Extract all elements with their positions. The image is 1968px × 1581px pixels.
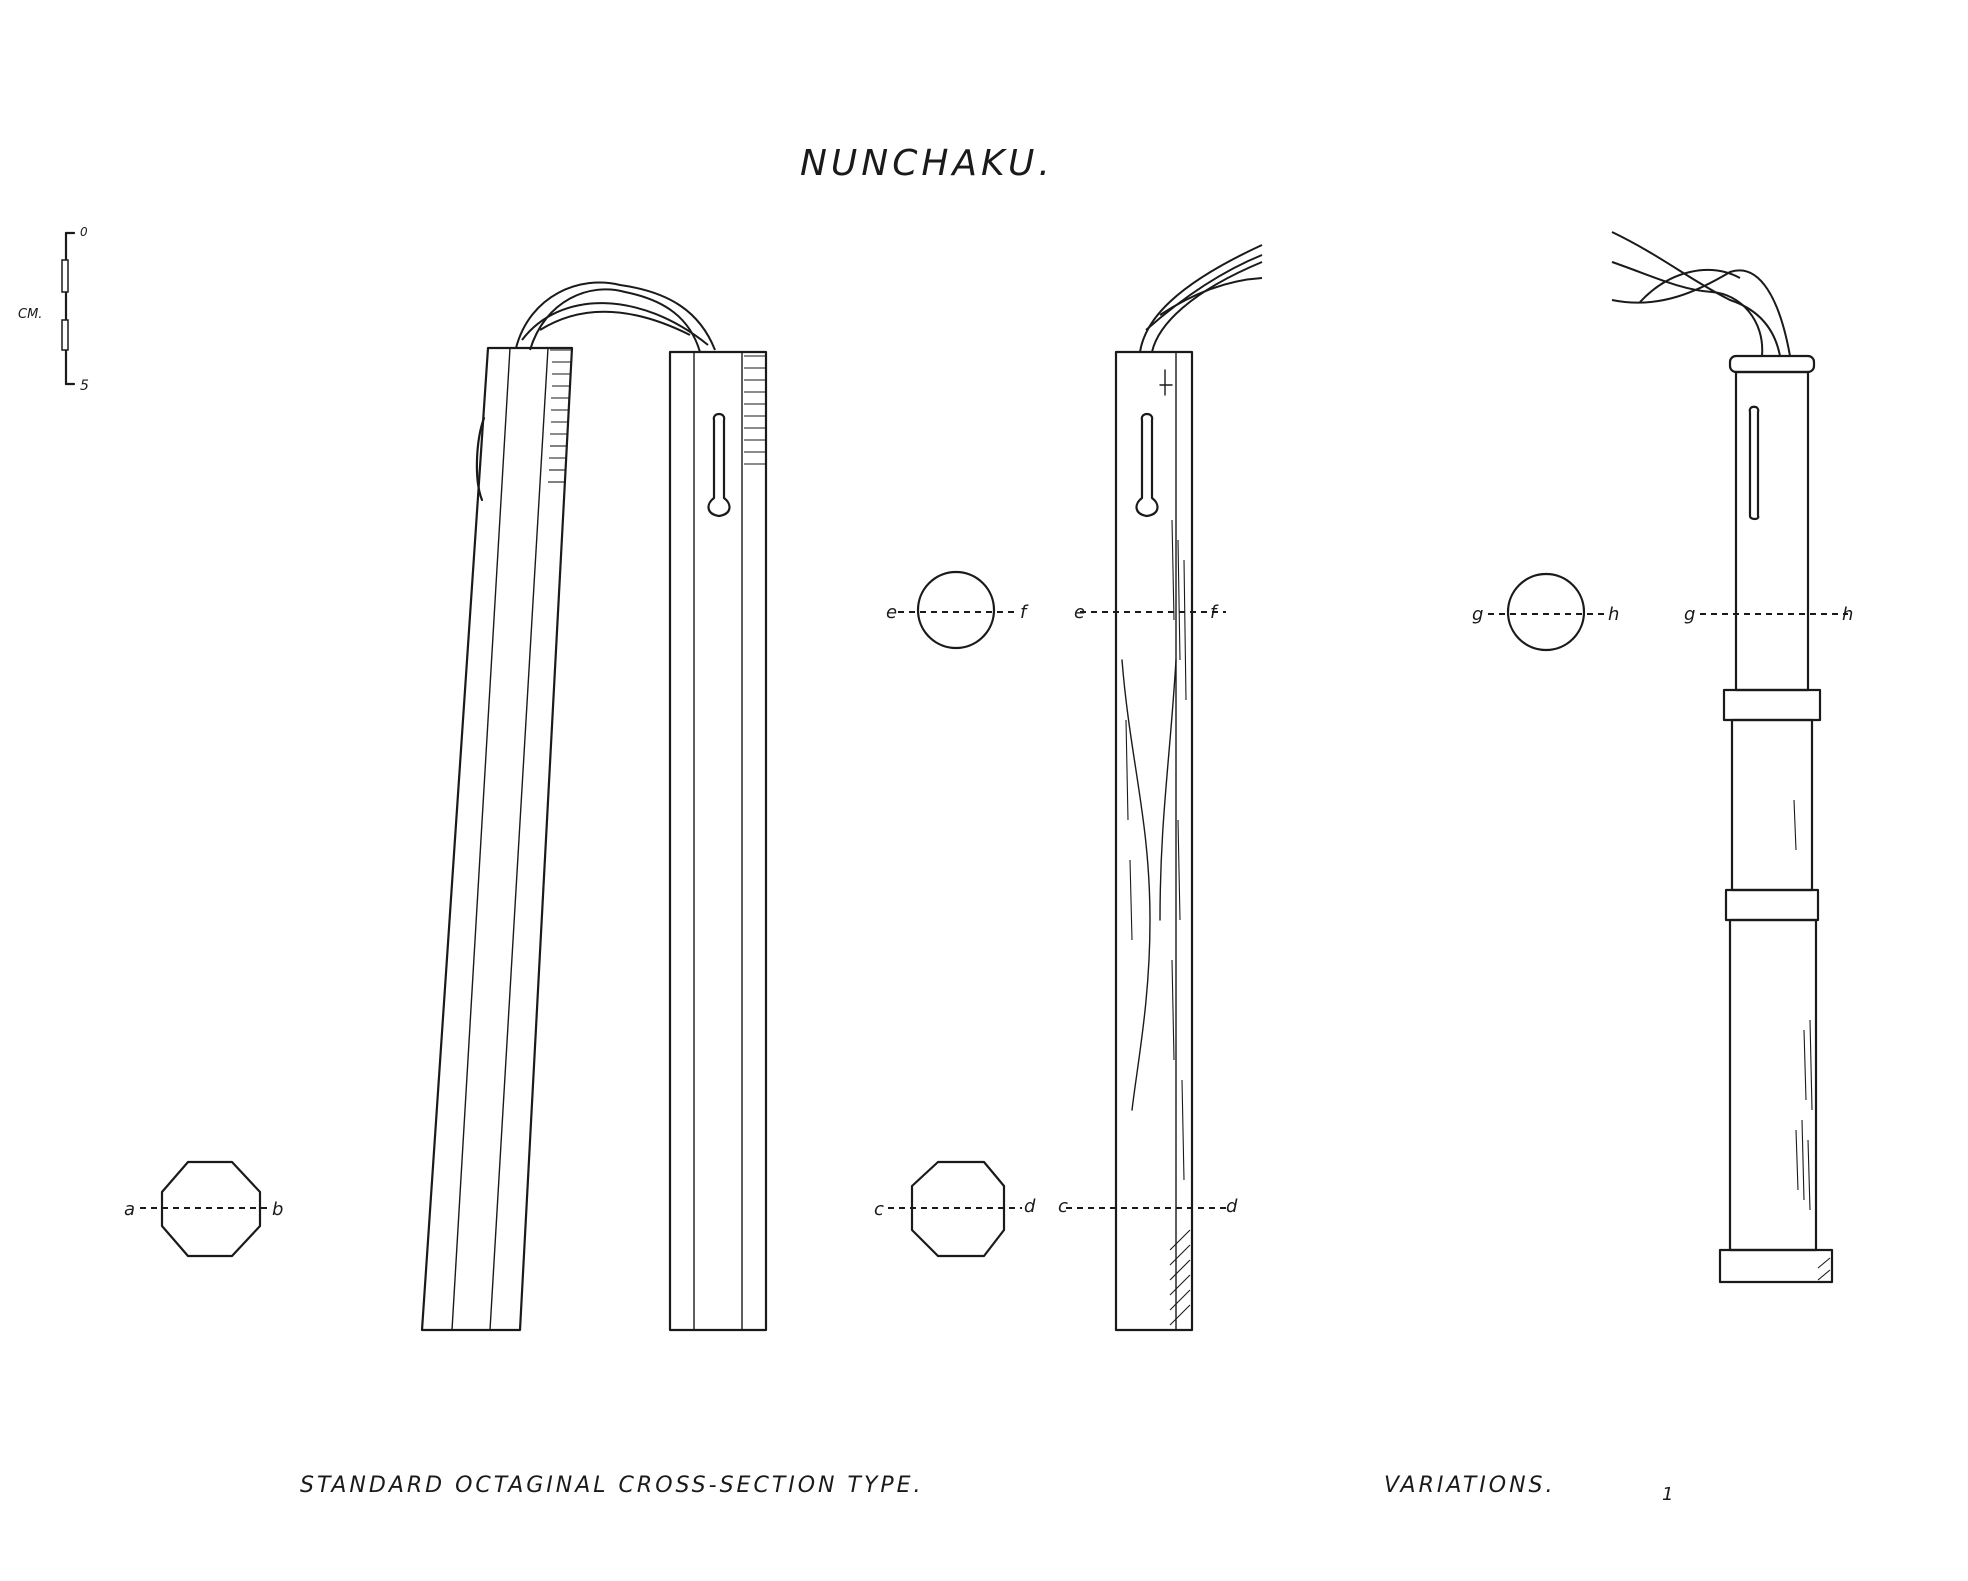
band-bottom: [1718, 1248, 1834, 1284]
standard-rope: [515, 281, 716, 353]
standard-left-stick: [420, 346, 574, 1332]
label-c: c: [874, 1199, 884, 1220]
label-c-stick: c: [1058, 1196, 1068, 1217]
label-e: e: [886, 602, 897, 623]
variation-cord-slot: [1135, 412, 1159, 518]
label-a: a: [124, 1199, 135, 1220]
scale-end-label: 5: [80, 378, 89, 394]
band-middle: [1724, 888, 1820, 922]
label-g-stick: g: [1684, 604, 1695, 625]
variation-tapered-stick: e f c d: [1058, 350, 1238, 1332]
left-stick-hatching: [548, 349, 572, 483]
stray-mark: 1: [1662, 1484, 1673, 1505]
label-h: h: [1608, 604, 1619, 625]
label-d-stick: d: [1226, 1196, 1238, 1217]
cross-section-ef: e f: [886, 570, 1029, 650]
title: NUNCHAKU.: [800, 143, 1054, 184]
standard-right-stick: [668, 350, 768, 1332]
label-e-stick: e: [1074, 602, 1085, 623]
label-g: g: [1472, 604, 1483, 625]
label-f: f: [1020, 602, 1029, 623]
band-upper: [1722, 688, 1822, 722]
variation-rope: [1139, 244, 1263, 353]
cross-section-cd: c d: [874, 1160, 1036, 1258]
variation-banded-stick: g h: [1684, 354, 1853, 1284]
cross-section-gh: g h: [1472, 572, 1619, 652]
label-f-stick: f: [1210, 602, 1219, 623]
right-stick-hatching: [744, 355, 765, 465]
banded-cord-slot: [1748, 405, 1760, 521]
label-b: b: [272, 1199, 283, 1220]
banded-stick-hatching: [1793, 799, 1831, 1281]
cord-slot: [707, 412, 731, 518]
variation-grain: [1125, 519, 1187, 1181]
caption-variations: VARIATIONS.: [1384, 1473, 1556, 1498]
scale-start-label: 0: [80, 225, 88, 239]
scale-unit-label: CM.: [18, 307, 42, 322]
label-h-stick: h: [1842, 604, 1853, 625]
caption-standard: STANDARD OCTAGINAL CROSS-SECTION TYPE.: [300, 1473, 924, 1498]
label-d: d: [1024, 1196, 1036, 1217]
variation-bottom-hatching: [1169, 1229, 1191, 1326]
banded-rope: [1611, 231, 1791, 357]
scale-bar: 0 5 CM.: [18, 225, 89, 394]
cross-section-ab: a b: [124, 1160, 283, 1258]
